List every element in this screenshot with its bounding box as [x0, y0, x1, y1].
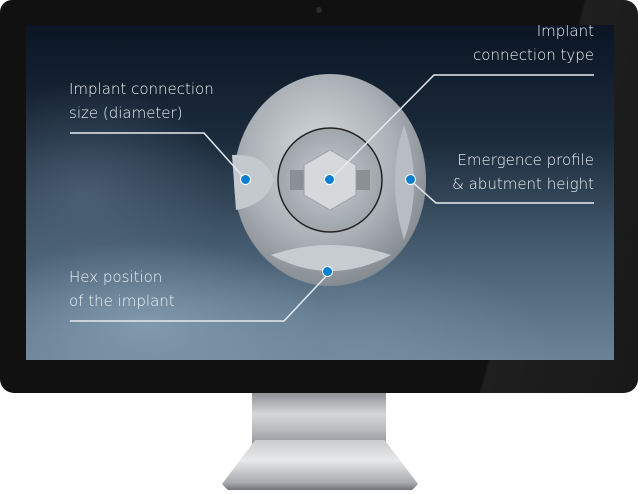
callout-type-line2: connection type [473, 46, 594, 64]
callout-size-line2: size (diameter) [69, 104, 183, 122]
callout-size-line1: Implant connection [69, 80, 214, 98]
camera-icon [316, 7, 322, 13]
callout-hex: Hex position of the implant [69, 265, 175, 313]
emergence-dot[interactable] [405, 174, 416, 185]
callout-emergence-line1: Emergence profile [457, 151, 594, 169]
type-dot[interactable] [324, 174, 335, 185]
hex-dot[interactable] [322, 266, 333, 277]
callout-emergence-line2: & abutment height [452, 175, 594, 193]
callout-emergence: Emergence profile & abutment height [452, 148, 594, 196]
callout-type-line1: Implant [536, 25, 594, 40]
callout-size: Implant connection size (diameter) [69, 77, 214, 125]
monitor-screen: Implant connection size (diameter) Impla… [26, 25, 614, 360]
monitor-foot [222, 440, 418, 490]
callout-type: Implant connection type [473, 25, 594, 67]
callout-hex-line1: Hex position [69, 268, 163, 286]
callout-hex-line2: of the implant [69, 292, 175, 310]
size-dot[interactable] [240, 174, 251, 185]
